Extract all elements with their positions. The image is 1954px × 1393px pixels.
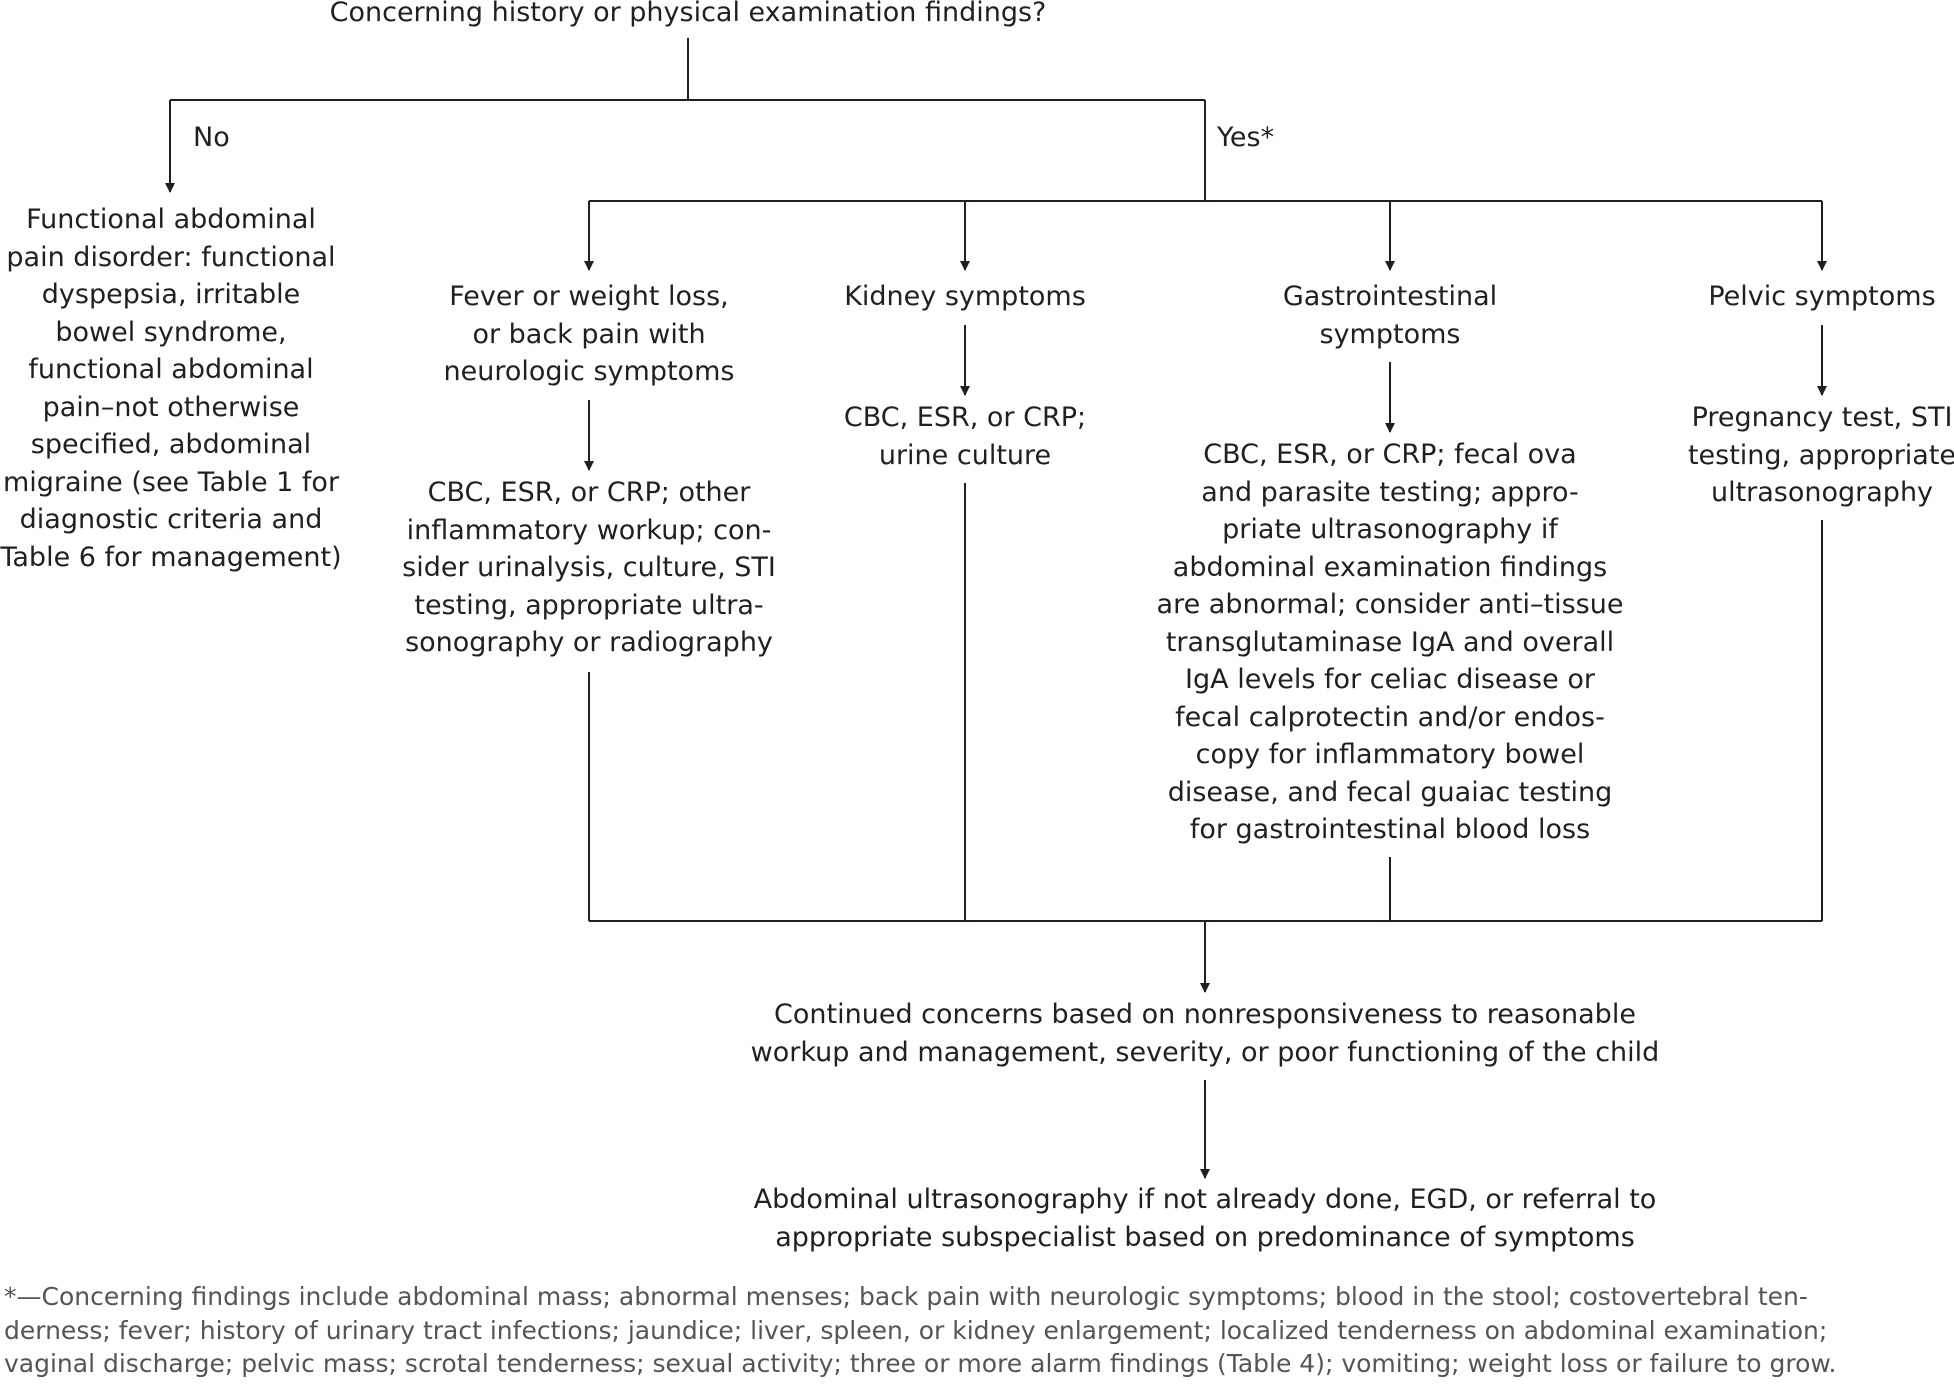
final-step-node: Abdominal ultrasonography if not already… <box>753 1184 1657 1253</box>
no-branch-label: No <box>193 122 230 153</box>
kidney-workup-node: CBC, ESR, or CRP; urine culture <box>843 402 1087 471</box>
continued-concerns-node: Continued concerns based on nonresponsiv… <box>750 999 1660 1068</box>
gi-symptoms-node: Gastrointestinal symptoms <box>1282 281 1498 350</box>
fever-workup-node: CBC, ESR, or CRP; other inflammatory wor… <box>402 477 776 658</box>
yes-branch-label: Yes* <box>1217 122 1275 153</box>
pelvic-symptoms-node: Pelvic symptoms <box>1708 281 1936 312</box>
functional-pain-node: Functional abdominal pain disorder: func… <box>0 204 342 573</box>
question-node: Concerning history or physical examinati… <box>329 0 1047 28</box>
fever-weight-loss-node: Fever or weight loss, or back pain with … <box>443 281 735 387</box>
pelvic-workup-node: Pregnancy test, STI testing, appropriate… <box>1687 402 1954 508</box>
footnote: *—Concerning findings include abdominal … <box>4 1282 1837 1378</box>
kidney-symptoms-node: Kidney symptoms <box>844 281 1086 312</box>
gi-workup-node: CBC, ESR, or CRP; fecal ova and parasite… <box>1156 439 1624 845</box>
